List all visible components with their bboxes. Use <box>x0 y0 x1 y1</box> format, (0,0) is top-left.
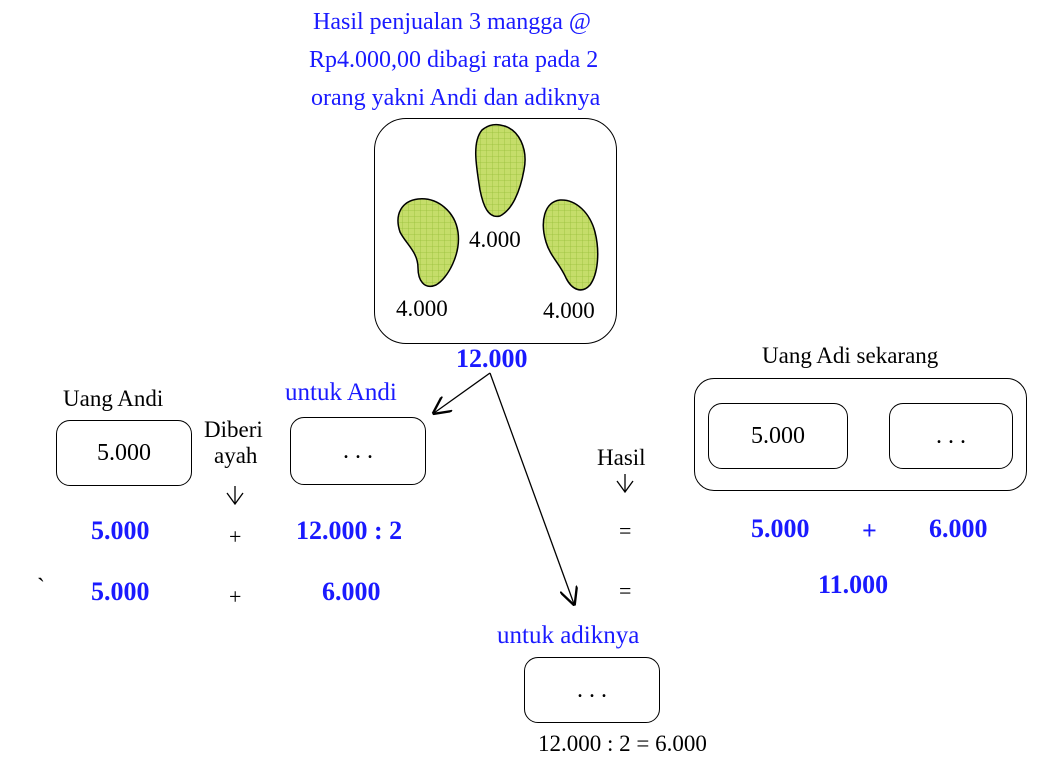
row2-share: 6.000 <box>322 577 381 606</box>
mango-right <box>542 199 599 291</box>
mango-left <box>397 198 460 287</box>
adiknya-share-placeholder: . . . <box>577 677 607 703</box>
andi-money-value: 5.000 <box>97 440 151 466</box>
adiknya-calculation: 12.000 : 2 = 6.000 <box>538 731 707 756</box>
adiknya-share-box: . . . <box>524 657 660 723</box>
header-line-1: Hasil penjualan 3 mangga @ <box>313 9 592 35</box>
header-line-3: orang yakni Andi dan adiknya <box>311 85 601 111</box>
adi-money-box-1: 5.000 <box>708 403 848 469</box>
row1-expression: 12.000 : 2 <box>296 516 403 545</box>
andi-share-placeholder: . . . <box>343 438 373 464</box>
mango-label-right: 4.000 <box>543 298 595 323</box>
row1-adi-money-2: 6.000 <box>929 514 988 543</box>
hasil-down-arrow <box>616 474 634 494</box>
hasil-label: Hasil <box>597 445 646 470</box>
mango-top <box>474 123 526 218</box>
arrow-to-andi <box>434 372 491 413</box>
diberi-label: Diberi <box>204 417 263 442</box>
row2-andi-money: 5.000 <box>91 577 150 606</box>
diberi-down-arrow <box>226 486 244 506</box>
arrow-to-adiknya <box>489 372 574 604</box>
row1-plus-2: + <box>862 516 877 545</box>
adi-money-box-2: . . . <box>889 403 1013 469</box>
adi-title: Uang Adi sekarang <box>762 343 939 368</box>
andi-share-box: . . . <box>290 417 426 485</box>
ayah-label: ayah <box>214 443 258 468</box>
row1-plus: + <box>229 524 242 549</box>
mango-label-top: 4.000 <box>469 227 521 252</box>
adi-money-value-1: 5.000 <box>751 423 805 449</box>
andi-money-box: 5.000 <box>56 420 192 486</box>
untuk-adiknya-label: untuk adiknya <box>497 622 640 649</box>
row1-adi-money-1: 5.000 <box>751 514 810 543</box>
row2-equals: = <box>619 578 632 603</box>
total-value: 12.000 <box>456 344 528 373</box>
andi-title: Uang Andi <box>63 386 164 411</box>
untuk-andi-label: untuk Andi <box>285 379 397 406</box>
row1-andi-money: 5.000 <box>91 516 150 545</box>
adi-money-value-2: . . . <box>936 423 966 449</box>
row1-equals: = <box>619 518 632 543</box>
mango-label-left: 4.000 <box>396 296 448 321</box>
header-line-2: Rp4.000,00 dibagi rata pada 2 <box>309 47 599 73</box>
row2-backtick: ` <box>37 575 45 601</box>
row2-plus: + <box>229 584 242 609</box>
row2-result: 11.000 <box>818 570 889 599</box>
